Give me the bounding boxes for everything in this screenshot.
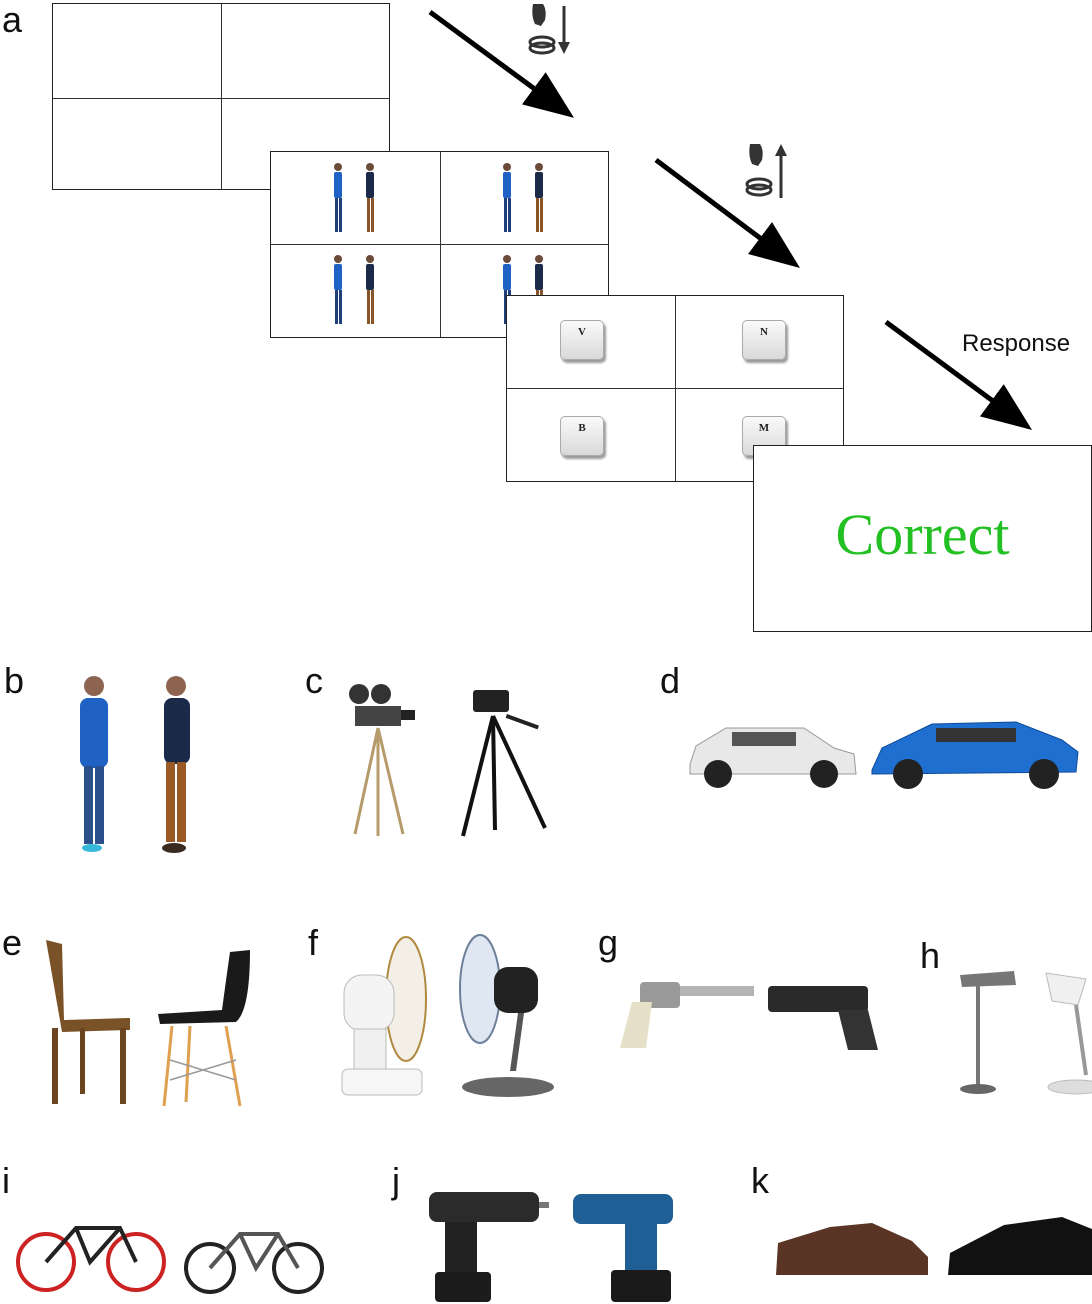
panel-label-a: a xyxy=(2,0,23,40)
panel-label-j: j xyxy=(392,1160,400,1201)
feedback-text: Correct xyxy=(835,502,1010,567)
people-pair-image xyxy=(80,676,190,853)
arrow-1 xyxy=(428,9,575,118)
panel-label-d: d xyxy=(660,660,681,701)
chair-pair-image xyxy=(46,940,250,1107)
key-b: B xyxy=(560,416,604,456)
panel-label-k: k xyxy=(751,1160,769,1201)
camera-pair-image xyxy=(349,684,547,837)
arrow-2 xyxy=(654,158,800,268)
car-pair-image xyxy=(689,721,1079,789)
people-stimulus xyxy=(334,255,374,324)
panel-label-c: c xyxy=(305,660,323,701)
panel-label-b: b xyxy=(4,660,25,701)
sequence-arrows xyxy=(428,9,1033,430)
lamp-pair-image xyxy=(960,971,1092,1095)
people-stimulus xyxy=(334,163,374,232)
bicycle-pair-image xyxy=(16,1226,324,1294)
key-v: V xyxy=(560,320,604,360)
panel-label-e: e xyxy=(2,922,23,963)
people-stimulus xyxy=(503,163,543,232)
response-label: Response xyxy=(962,330,1071,357)
hand-release-up-icon xyxy=(745,144,787,198)
drill-pair-image xyxy=(429,1192,673,1302)
fan-pair-image xyxy=(341,934,554,1097)
panel-label-i: i xyxy=(2,1160,10,1201)
gun-pair-image xyxy=(620,982,878,1050)
quadrant-divider-h xyxy=(271,244,608,245)
feedback-screen: Correct xyxy=(753,445,1092,632)
arrow-3 xyxy=(884,319,1033,430)
quadrant-divider-v xyxy=(440,152,441,337)
panel-label-g: g xyxy=(598,922,619,963)
quadrant-divider-v xyxy=(221,4,222,189)
shoe-pair-image xyxy=(776,1217,1092,1275)
panel-label-f: f xyxy=(308,922,319,963)
panel-label-h: h xyxy=(920,935,941,976)
quadrant-divider-v xyxy=(675,296,676,481)
hand-press-down-icon xyxy=(528,4,570,55)
key-n: N xyxy=(742,320,786,360)
